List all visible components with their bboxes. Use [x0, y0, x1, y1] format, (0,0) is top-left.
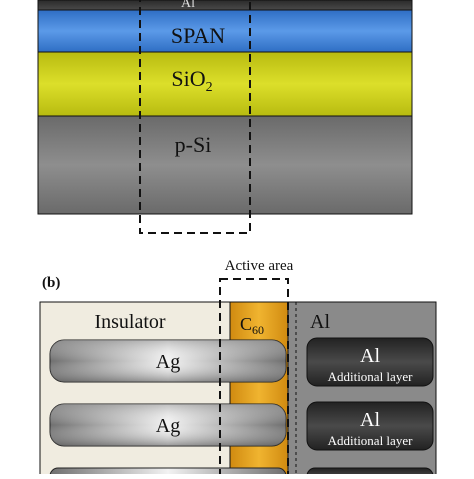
- active-area-label: Active area: [225, 258, 294, 274]
- c60-label: C60: [240, 314, 264, 337]
- sio2-layer: [37, 51, 413, 117]
- panel-b: (b) Active area Insulator C60 Al Ag Al A…: [39, 258, 437, 479]
- al-pad-sublabel: Additional layer: [328, 433, 414, 448]
- p-si-layer: [37, 115, 413, 215]
- active-area-outline-a: [139, 0, 251, 234]
- al-top-layer-label: Al: [181, 0, 195, 11]
- c60-label-subscript: 60: [252, 323, 264, 337]
- active-area-outline-b: [219, 278, 289, 479]
- al-pad-label: Al: [360, 345, 380, 367]
- span-layer-label: SPAN: [171, 23, 225, 48]
- sio2-label-subscript: 2: [206, 80, 213, 95]
- al-additional-pad: Al Additional layer: [306, 401, 434, 451]
- ag-electrode-label: Ag: [156, 351, 180, 373]
- panel-b-label: (b): [42, 275, 60, 291]
- al-additional-pad-partial: [306, 467, 434, 479]
- al-column-label: Al: [310, 311, 330, 333]
- span-layer: [37, 9, 413, 53]
- ag-electrode-partial: [49, 467, 287, 479]
- sio2-label-main: SiO: [171, 66, 205, 91]
- al-pad-sublabel: Additional layer: [328, 369, 414, 384]
- c60-column: [229, 301, 289, 479]
- ag-electrode: Ag: [49, 339, 287, 383]
- al-pad-label: Al: [360, 409, 380, 431]
- ag-electrode: Ag: [49, 403, 287, 447]
- c60-label-main: C: [240, 314, 252, 334]
- sio2-layer-label: SiO2: [171, 66, 212, 95]
- p-si-layer-label: p-Si: [175, 132, 212, 157]
- insulator-region: [39, 301, 231, 479]
- panel-a: Al SPAN SiO2 p-Si: [37, 0, 413, 234]
- ag-electrode-label: Ag: [156, 415, 180, 437]
- insulator-label: Insulator: [94, 311, 165, 333]
- al-top-layer: [37, 0, 413, 11]
- al-additional-pad: Al Additional layer: [306, 337, 434, 387]
